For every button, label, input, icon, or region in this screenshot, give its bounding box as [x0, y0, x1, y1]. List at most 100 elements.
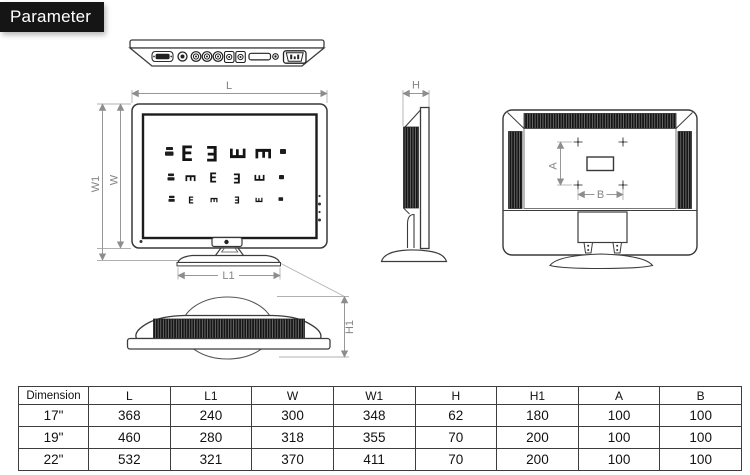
- acuity-markers-left: [165, 147, 175, 202]
- monitor-screen: [141, 113, 318, 240]
- acuity-markers-right: [278, 149, 286, 201]
- table-cell: 180: [496, 404, 579, 427]
- table-header-H: H: [414, 386, 498, 405]
- table-cell: 62: [414, 404, 498, 427]
- vga-port: [151, 50, 174, 63]
- table-header-A: A: [577, 386, 661, 405]
- side-vent-hatch: [403, 126, 419, 209]
- table-header-row: Dimension L L1 W W1 H H1 A B: [18, 386, 742, 405]
- optotype: E: [206, 141, 219, 165]
- table-cell: 200: [496, 448, 579, 471]
- optotype: E: [233, 170, 241, 185]
- vesa-holes: [573, 137, 628, 190]
- table-cell: 70: [414, 426, 498, 449]
- optotype: E: [254, 174, 269, 182]
- optotype-row-small: E E E E: [188, 194, 265, 207]
- table-cell: 411: [332, 448, 416, 471]
- stand-base-rim: [176, 262, 281, 267]
- rear-view: A B: [502, 109, 698, 270]
- table-cell: 240: [169, 404, 253, 427]
- bottom-bezel-bar: [126, 337, 331, 350]
- table-cell: 100: [659, 448, 742, 471]
- table-header-H1: H1: [496, 386, 579, 405]
- dc-jack: [177, 51, 188, 62]
- table-cell: 355: [332, 426, 416, 449]
- table-header-L1: L1: [169, 386, 253, 405]
- ir-sensor: [272, 53, 279, 60]
- optotype: E: [188, 196, 194, 207]
- table-size-cell: 19": [18, 426, 89, 449]
- power-inlet: [282, 50, 307, 64]
- dim-label-W1: W1: [90, 176, 102, 193]
- table-cell: 200: [496, 426, 579, 449]
- table-cell: 100: [577, 448, 661, 471]
- optotype: E: [227, 147, 251, 160]
- optotype: E: [182, 174, 197, 182]
- top-view-cap: [129, 39, 325, 49]
- rear-corner-left: [507, 112, 525, 129]
- top-view: [128, 39, 326, 67]
- table-cell: 100: [577, 404, 661, 427]
- table-row: 17" 368 240 300 348 62 180 100 100: [18, 404, 742, 427]
- optotype-row-large: E E E E: [181, 141, 275, 166]
- table-header-B: B: [659, 386, 742, 405]
- optotype: E: [255, 197, 266, 203]
- dim-label-A: A: [548, 162, 560, 170]
- hdmi-port: [248, 52, 272, 61]
- page-title: Parameter: [0, 2, 104, 32]
- stand-mount: [577, 211, 628, 244]
- table-cell: 300: [251, 404, 334, 427]
- optotype: E: [234, 194, 240, 205]
- table-row: 22" 532 321 370 411 70 200 100 100: [18, 448, 742, 471]
- audio-jacks: [223, 50, 246, 64]
- rear-label-plate: [586, 156, 615, 172]
- front-view: L W1 W E E E E E: [90, 80, 328, 282]
- rear-top-vent: [523, 113, 677, 129]
- stand-neck-inner: [220, 247, 239, 253]
- rear-inner-panel: [523, 128, 677, 209]
- table-header-W1: W1: [332, 386, 416, 405]
- table-cell: 348: [332, 404, 416, 427]
- power-led: [139, 240, 143, 243]
- table-cell: 321: [169, 448, 253, 471]
- dim-L1-label-bg: [218, 268, 239, 281]
- side-back-slope: [404, 109, 421, 128]
- optotype-row-medium: E E E E: [182, 170, 269, 187]
- optotype: E: [209, 172, 217, 187]
- table-cell: 368: [88, 404, 171, 427]
- table-header-L: L: [88, 386, 171, 405]
- table-header-dimension: Dimension: [18, 386, 89, 405]
- bottom-vent-hatch: [153, 318, 305, 339]
- dim-label-L: L: [226, 80, 232, 92]
- side-panel: [419, 106, 430, 250]
- table-cell: 370: [251, 448, 334, 471]
- table-cell: 100: [577, 426, 661, 449]
- stand-base: [177, 254, 281, 264]
- side-stand-neck: [406, 213, 415, 248]
- dim-label-H: H: [412, 80, 420, 92]
- rca-jacks: [190, 51, 224, 62]
- page-title-label: Parameter: [10, 7, 92, 26]
- rear-left-vent: [508, 131, 523, 209]
- spec-table: Dimension L L1 W W1 H H1 A B 17" 368 240…: [18, 386, 742, 471]
- logo-badge: [211, 236, 243, 248]
- stand-hinge-right: [612, 242, 623, 254]
- stand-hinge-left: [583, 242, 594, 254]
- dim-label-B: B: [597, 189, 604, 201]
- table-row: 19" 460 280 318 355 70 200 100 100: [18, 426, 742, 449]
- bottom-view: H1: [126, 263, 356, 360]
- table-cell: 280: [169, 426, 253, 449]
- technical-drawing: L W1 W E E E E E: [90, 39, 698, 360]
- eye-chart: E E E E E E E E E E E E: [165, 141, 286, 207]
- rear-stand-base: [549, 253, 654, 270]
- table-cell: 100: [659, 404, 742, 427]
- dim-label-H1: H1: [344, 320, 356, 334]
- table-cell: 318: [251, 426, 334, 449]
- side-stand-base: [380, 249, 448, 263]
- optotype: E: [181, 142, 194, 166]
- side-view: H: [380, 80, 448, 263]
- side-lower-slope: [403, 207, 410, 215]
- table-size-cell: 17": [18, 404, 89, 427]
- rear-right-vent: [677, 131, 692, 209]
